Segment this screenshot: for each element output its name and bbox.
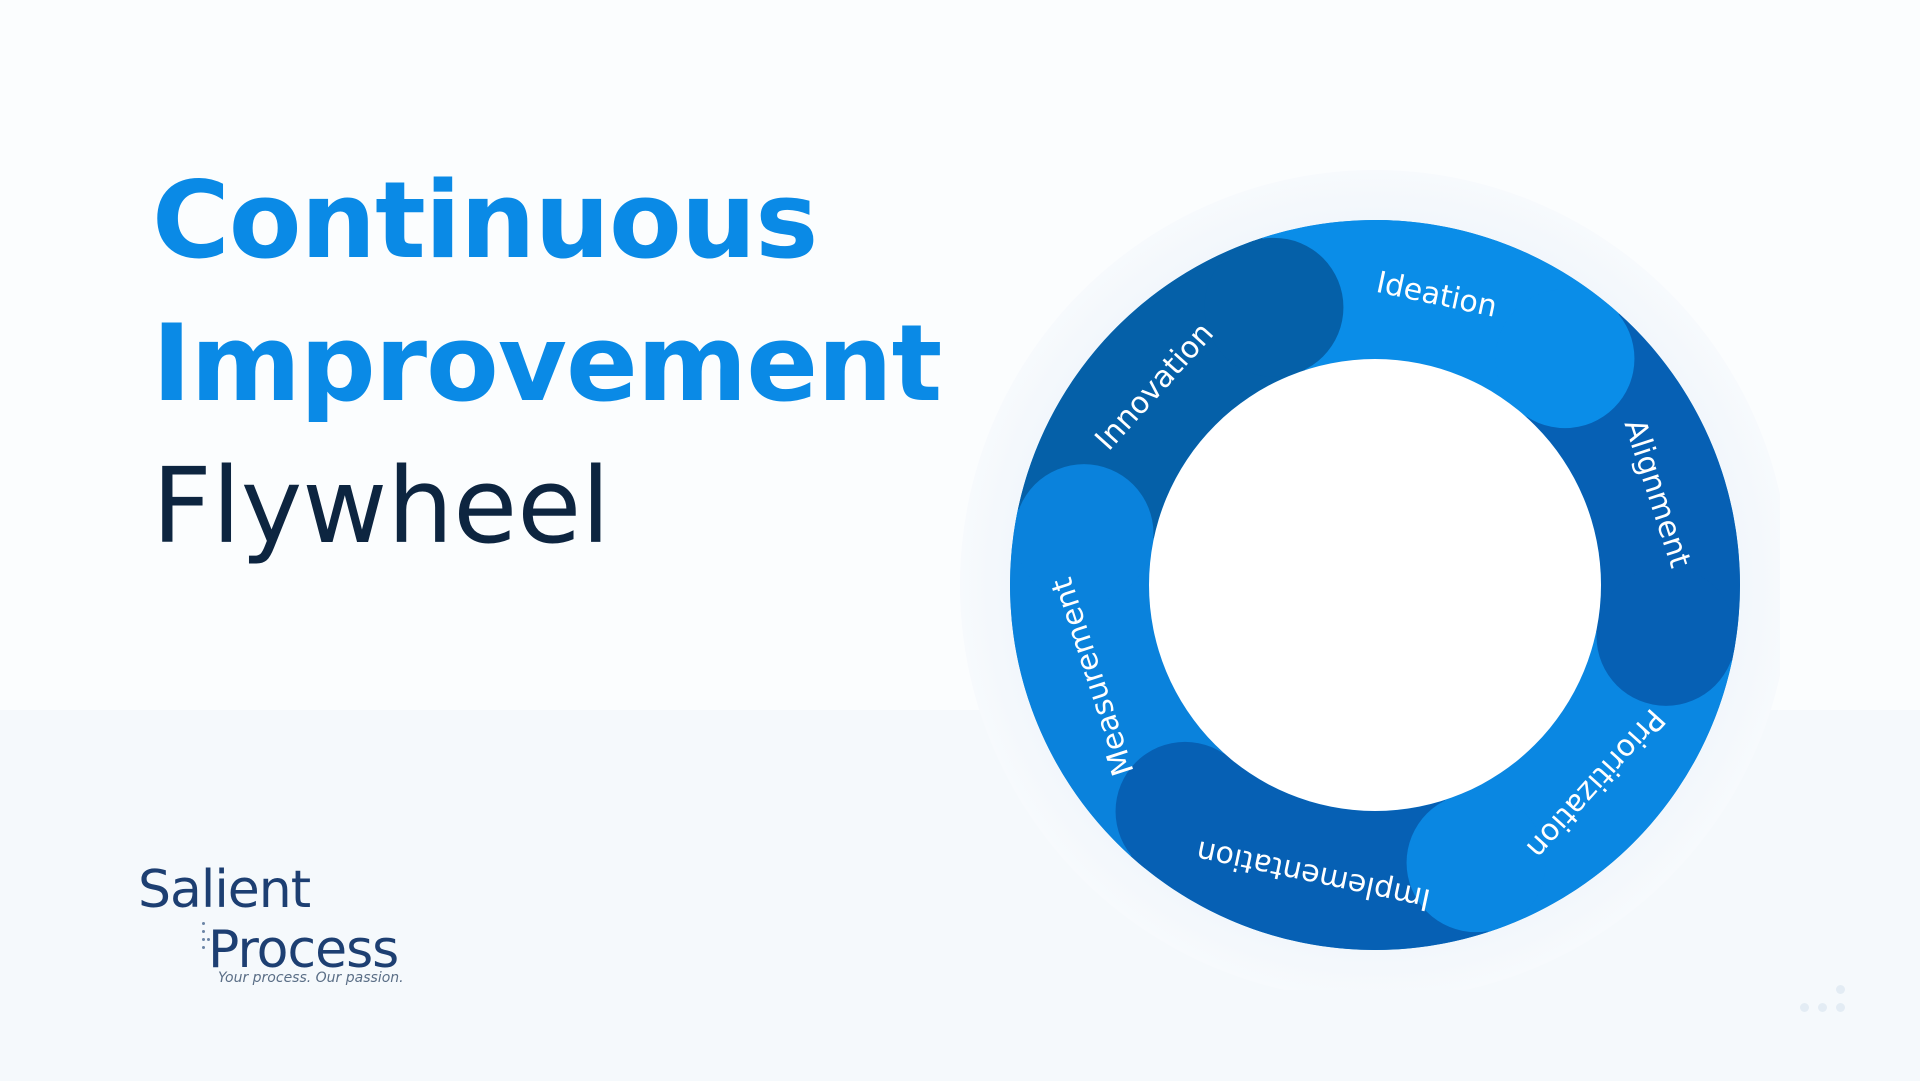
decorative-dots-icon: [1800, 985, 1860, 1015]
wheel-segment-cap-measurement: [1014, 464, 1154, 604]
wheel-segment-cap-ideation: [1495, 289, 1635, 429]
title-line-flywheel: Flywheel: [152, 445, 611, 567]
logo-word-process: Process: [208, 920, 399, 980]
title-line-continuous: Continuous: [152, 159, 818, 282]
wheel-center: [1149, 359, 1601, 811]
wheel-segment-cap-implementation: [1115, 741, 1255, 881]
salient-process-logo: Salient Process Your process. Our passio…: [138, 860, 404, 990]
title-line-improvement: Improvement: [152, 302, 942, 425]
flywheel-diagram: IdeationAlignmentPrioritizationImplement…: [960, 170, 1780, 990]
logo-word-salient: Salient: [138, 860, 311, 920]
wheel-segment-cap-innovation: [1204, 237, 1344, 377]
logo-tagline: Your process. Our passion.: [218, 970, 404, 986]
wheel-segment-cap-alignment: [1596, 566, 1736, 706]
logo-dots-icon: [200, 922, 210, 962]
page-title: Continuous Improvement Flywheel: [152, 159, 942, 594]
wheel-segment-cap-prioritization: [1406, 793, 1546, 933]
